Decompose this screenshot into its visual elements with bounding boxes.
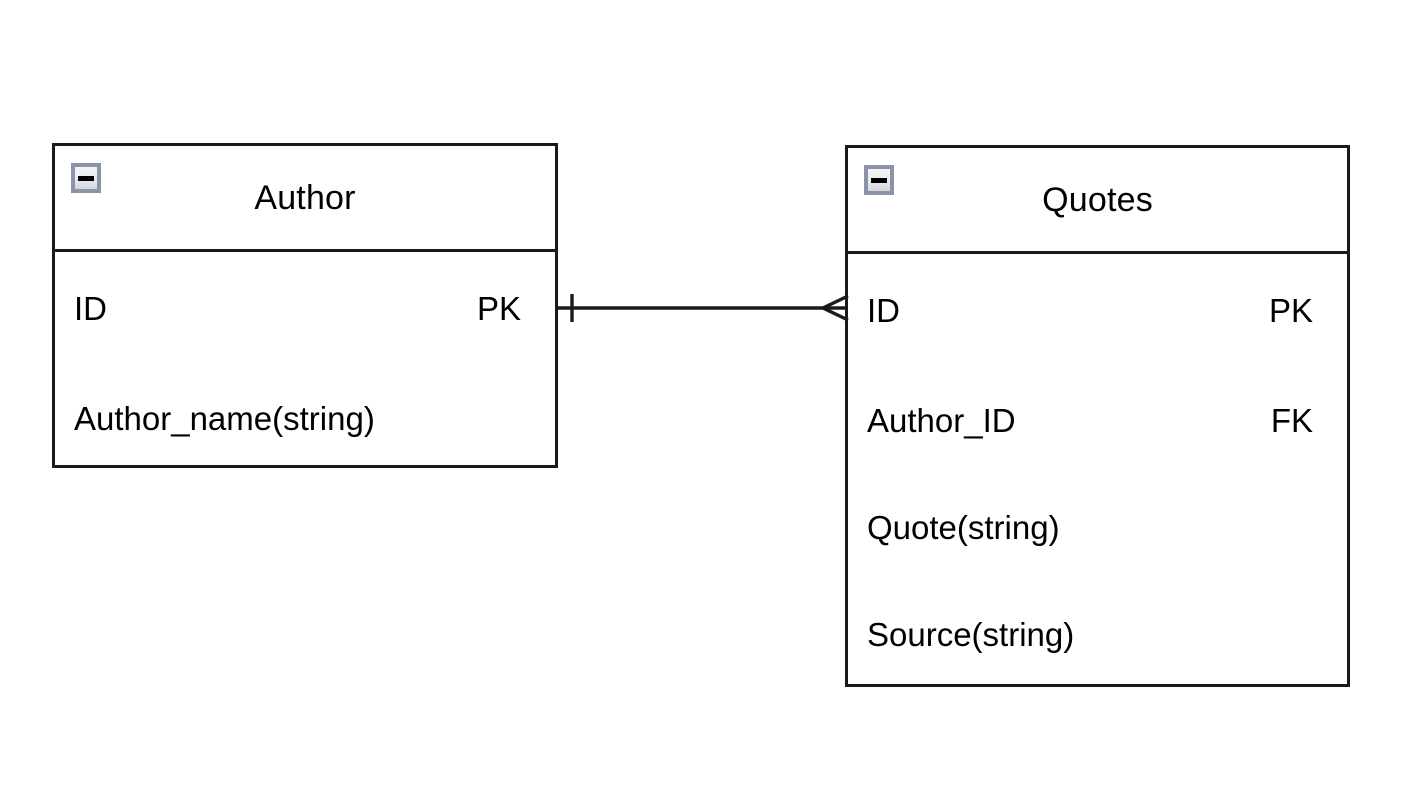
- attribute-row[interactable]: ID PK: [848, 254, 1347, 367]
- attribute-row[interactable]: Source(string): [848, 581, 1347, 688]
- minus-icon: [78, 175, 94, 181]
- attribute-name: Quote(string): [867, 509, 1060, 546]
- attribute-name: ID: [867, 292, 900, 329]
- attribute-row[interactable]: ID PK: [55, 252, 555, 365]
- attribute-key-badge: PK: [476, 290, 521, 327]
- attribute-key-badge: FK: [1270, 402, 1313, 439]
- collapse-toggle-button-quotes[interactable]: [864, 165, 894, 195]
- entity-author-attribute-list: ID PK Author_name(string): [55, 252, 555, 472]
- entity-author-title: Author: [254, 178, 356, 217]
- relationship-connector-author-quotes[interactable]: [552, 286, 852, 332]
- entity-author[interactable]: Author ID PK Author_name(string): [52, 143, 558, 468]
- minus-icon: [871, 177, 887, 183]
- attribute-name: Author_name(string): [74, 400, 375, 437]
- attribute-row[interactable]: Quote(string): [848, 474, 1347, 581]
- attribute-key-badge: PK: [1268, 292, 1313, 329]
- attribute-name: Source(string): [867, 616, 1075, 653]
- entity-quotes[interactable]: Quotes ID PK Author_ID FK Quote(string) …: [845, 145, 1350, 687]
- attribute-name: ID: [74, 290, 107, 327]
- entity-quotes-title: Quotes: [1042, 180, 1153, 219]
- entity-quotes-attribute-list: ID PK Author_ID FK Quote(string) Source(…: [848, 254, 1347, 688]
- collapse-toggle-button-author[interactable]: [71, 163, 101, 193]
- attribute-row[interactable]: Author_name(string): [55, 365, 555, 472]
- entity-author-header: Author: [55, 146, 555, 252]
- attribute-row[interactable]: Author_ID FK: [848, 367, 1347, 474]
- attribute-name: Author_ID: [867, 402, 1016, 439]
- entity-quotes-header: Quotes: [848, 148, 1347, 254]
